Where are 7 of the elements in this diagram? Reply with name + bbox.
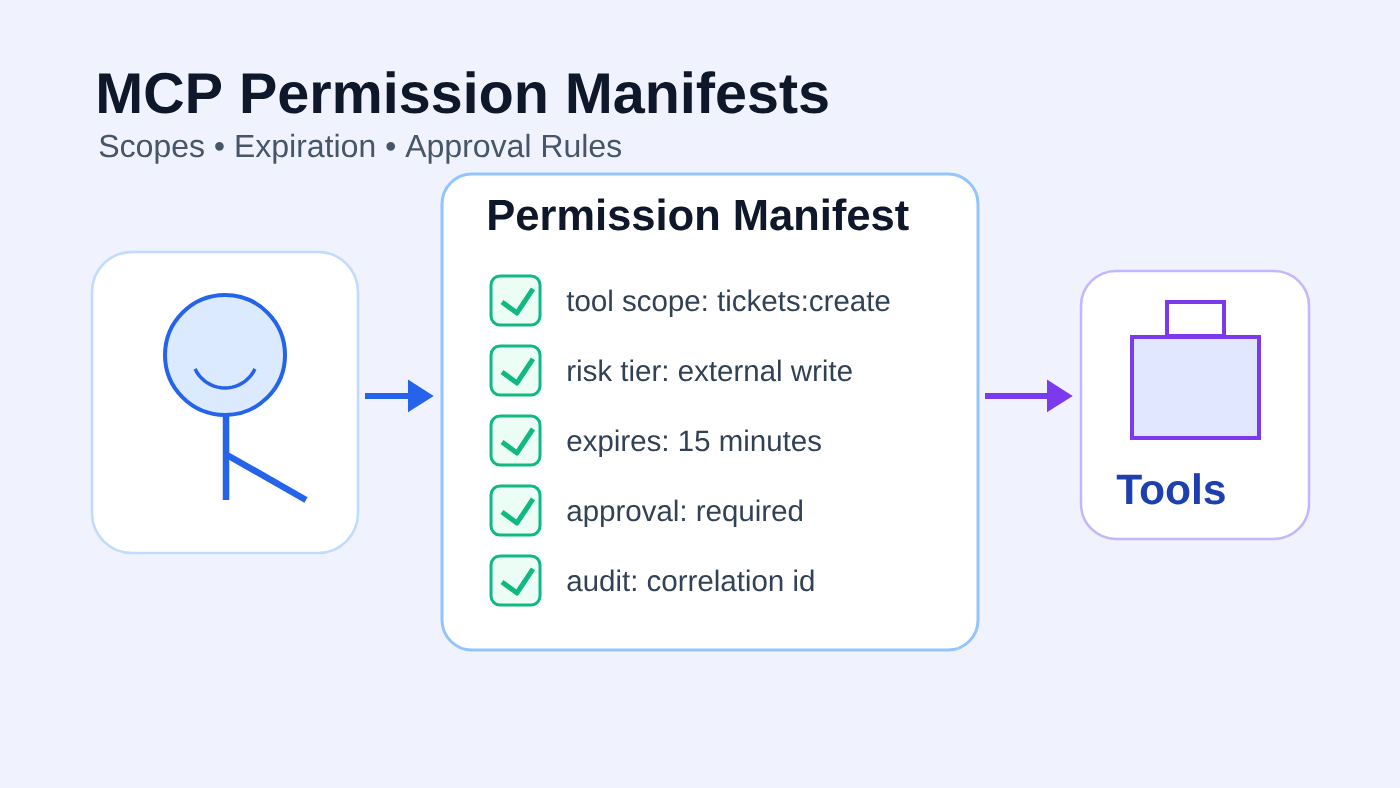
checklist-item: audit: correlation id xyxy=(567,569,814,592)
title: MCP Permission Manifests xyxy=(99,71,828,114)
checklist-item: expires: 15 minutes xyxy=(567,429,821,458)
subtitle: Scopes • Expiration • Approval Rules xyxy=(99,133,621,164)
checklist-item: tool scope: tickets:create xyxy=(566,289,890,318)
checklist-item: risk tier: external write xyxy=(568,359,852,382)
checklist-item: approval: required xyxy=(567,499,802,528)
